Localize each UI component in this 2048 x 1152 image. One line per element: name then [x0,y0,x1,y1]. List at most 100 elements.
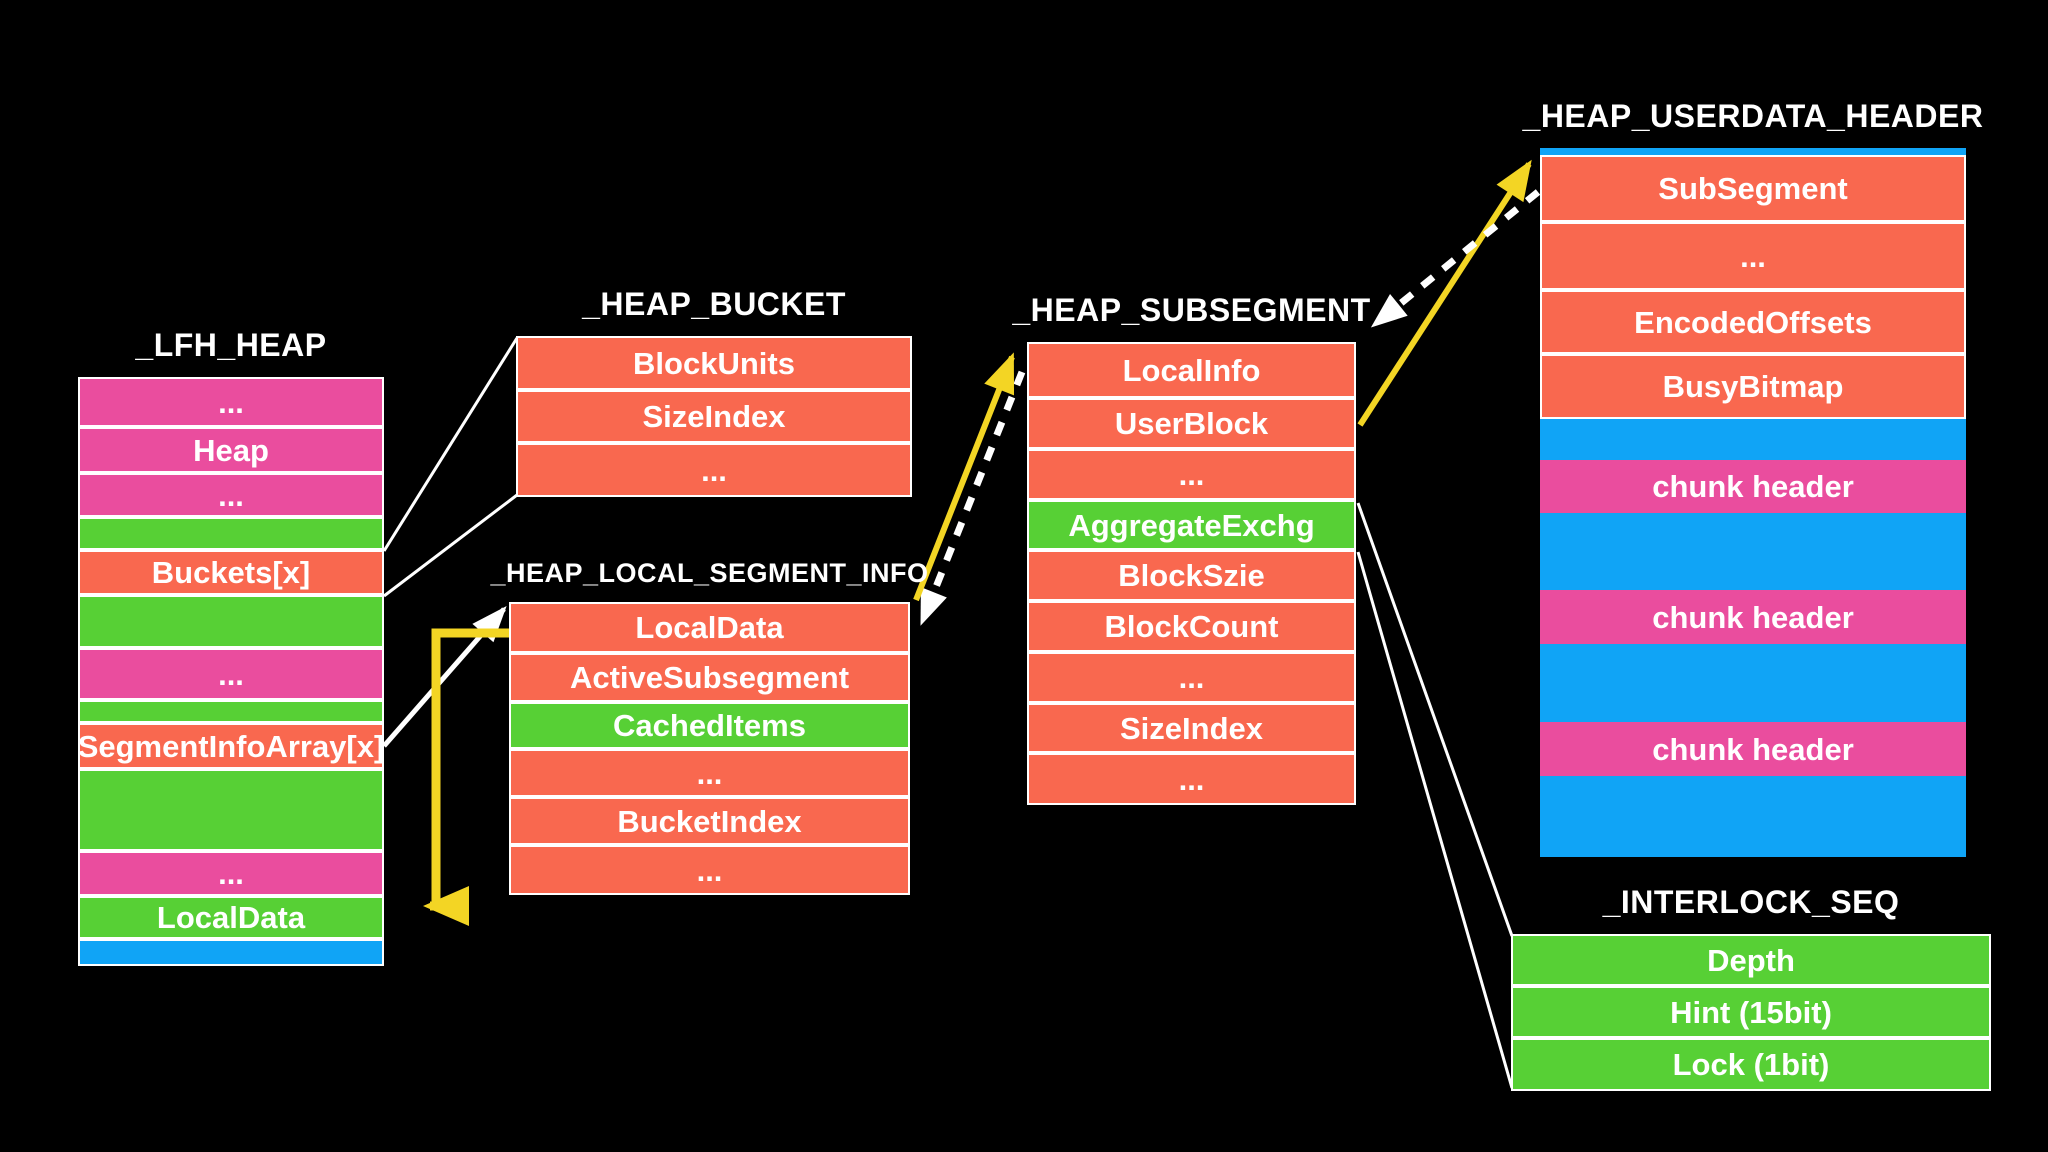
row-label: LocalData [156,900,306,935]
row-label: ... [696,755,723,791]
heap-subsegment-row-ellipsis: ... [1027,449,1356,500]
heap-local-segment-info-title: _HEAP_LOCAL_SEGMENT_INFO [490,558,929,588]
arrow-local-segment-info-localdata-to-lfh-localdata [423,628,509,926]
interlock-seq-row-lock-1bit: Lock (1bit) [1511,1038,1991,1091]
heap-subsegment-row-localinfo: LocalInfo [1027,342,1356,398]
row-label: BlockCount [1104,609,1279,644]
row-label: EncodedOffsets [1634,304,1872,340]
interlock-seq-title: _INTERLOCK_SEQ [1602,884,1900,920]
line-aggregateexchg-to-interlock-seq-bottom [1356,551,1514,1089]
row-label: Hint (15bit) [1670,994,1832,1030]
row-label: BucketIndex [617,803,802,839]
heap-subsegment-row-blockcount: BlockCount [1027,601,1356,652]
heap-bucket-row-sizeindex: SizeIndex [516,390,912,443]
heap-local-segment-info-row-cacheditems: CachedItems [509,702,910,749]
interlock-seq-row-depth: Depth [1511,934,1991,986]
heap-userdata-header-title: _HEAP_USERDATA_HEADER [1522,98,1984,134]
heap-local-segment-info-row-localdata: LocalData [509,602,910,653]
lfh-heap-row [78,939,384,966]
heap-subsegment-row-ellipsis: ... [1027,753,1356,805]
row-label: chunk header [1652,599,1854,635]
heap-userdata-header-row [1540,776,1966,857]
lfh-heap-row-heap: Heap [78,427,384,473]
lfh-heap-row [78,595,384,648]
heap-subsegment-row-userblock: UserBlock [1027,398,1356,449]
lfh-heap-row-ellipsis: ... [78,648,384,700]
heap-local-segment-info-row-ellipsis: ... [509,749,910,797]
row-label: ... [1740,238,1766,274]
heap-userdata-header-row-ellipsis: ... [1540,222,1966,290]
heap-userdata-header-row-chunk-header: chunk header [1540,722,1966,776]
row-label: ... [1178,761,1205,797]
lfh-heap-struct: _LFH_HEAP ... Heap... Buckets[x]... Segment… [78,327,384,966]
arrow-userblock-to-userdata-header [1357,159,1532,427]
row-label: ... [1178,457,1205,492]
heap-subsegment-row-sizeindex: SizeIndex [1027,703,1356,753]
row-label: ... [218,656,244,692]
heap-userdata-header-row-chunk-header: chunk header [1540,460,1966,513]
heap-subsegment-row-aggregateexchg: AggregateExchg [1027,500,1356,550]
row-label: BusyBitmap [1662,369,1844,404]
heap-userdata-header-row-busybitmap: BusyBitmap [1540,354,1966,419]
heap-userdata-header-row [1540,513,1966,590]
lfh-heap-title: _LFH_HEAP [135,327,327,363]
heap-userdata-header-row [1540,644,1966,722]
heap-local-segment-info-row-activesubsegment: ActiveSubsegment [509,653,910,702]
heap-userdata-header-struct: _HEAP_USERDATA_HEADER SubSegment...Encod… [1523,98,1983,857]
arrow-activesubsegment-to-subsegment [913,352,1015,602]
lfh-heap-row-localdata: LocalData [78,896,384,939]
row-label: ... [701,452,727,488]
heap-subsegment-title: _HEAP_SUBSEGMENT [1012,292,1371,328]
heap-bucket-row-ellipsis: ... [516,443,912,497]
lfh-heap-row [78,517,384,550]
row-label: UserBlock [1114,406,1269,441]
row-label: LocalInfo [1122,352,1261,388]
row-label: SizeIndex [642,399,786,434]
row-label: LocalData [635,610,784,645]
line-buckets-to-heap-bucket-bottom [383,493,518,598]
lfh-heap-row-ellipsis: ... [78,473,384,517]
heap-bucket-title: _HEAP_BUCKET [582,286,846,322]
row-label: AggregateExchg [1068,507,1315,543]
interlock-seq-row-hint-15bit: Hint (15bit) [1511,986,1991,1038]
lfh-heap-row-ellipsis: ... [78,851,384,896]
heap-userdata-header-row [1540,419,1966,460]
heap-userdata-header-row-encodedoffsets: EncodedOffsets [1540,290,1966,354]
row-label: ... [218,477,244,513]
lfh-heap-row [78,700,384,723]
heap-subsegment-row-ellipsis: ... [1027,652,1356,703]
lfh-heap-row-ellipsis: ... [78,377,384,427]
arrow-subsegment-localinfo-to-local-segment-info [918,370,1026,626]
row-label: ActiveSubsegment [569,660,850,695]
row-label: chunk header [1652,469,1854,504]
lfh-heap-row [78,769,384,851]
heap-bucket-row-blockunits: BlockUnits [516,336,912,390]
row-label: CachedItems [613,708,806,743]
row-label: BlockSzie [1118,558,1265,593]
row-label: SizeIndex [1120,710,1263,746]
row-label: SegmentInfoArray[x] [78,728,384,764]
row-label: BlockUnits [633,345,795,381]
row-label: Lock (1bit) [1672,1047,1830,1082]
row-label: ... [696,852,723,888]
heap-local-segment-info-row-bucketindex: BucketIndex [509,797,910,845]
heap-userdata-header-row [1540,148,1966,155]
row-label: ... [218,856,244,891]
heap-subsegment-row-blockszie: BlockSzie [1027,550,1356,601]
row-label: Depth [1707,942,1795,978]
row-label: ... [1178,660,1205,695]
heap-userdata-header-row-chunk-header: chunk header [1540,590,1966,644]
row-label: Buckets[x] [151,555,311,590]
lfh-heap-row-segmentinfoarray-x: SegmentInfoArray[x] [78,723,384,769]
line-aggregateexchg-to-interlock-seq-top [1356,502,1514,937]
lfh-heap-row-buckets-x: Buckets[x] [78,550,384,595]
row-label: chunk header [1652,731,1854,767]
row-label: ... [218,384,244,420]
